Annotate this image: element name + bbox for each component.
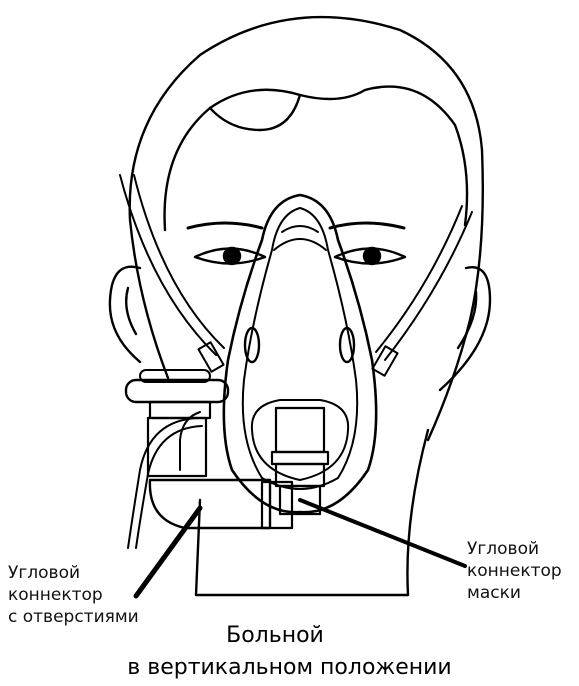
- callout-angled-connector-with-ports: Угловой коннектор с отверстиями: [8, 562, 139, 628]
- callout-right-line-2: коннектор: [467, 560, 562, 582]
- right-eyebrow: [330, 223, 404, 228]
- caption-line-2: в вертикальном положении: [0, 652, 579, 684]
- callout-mask-angled-connector: Угловой коннектор маски: [467, 538, 562, 604]
- left-eyebrow: [188, 223, 262, 228]
- callout-left-line-1: Угловой: [8, 562, 139, 584]
- callout-right-line-1: Угловой: [467, 538, 562, 560]
- pointer-right: [300, 500, 465, 566]
- left-strap: [120, 175, 216, 355]
- callout-right-line-3: маски: [467, 582, 562, 604]
- mask-connector: [276, 408, 324, 452]
- head-outline: [130, 17, 483, 440]
- mask-vent-right: [340, 328, 354, 362]
- callout-left-line-2: коннектор: [8, 584, 139, 606]
- right-strap: [385, 212, 472, 360]
- right-ear: [440, 267, 490, 390]
- left-ear: [110, 267, 140, 362]
- caption-line-1: Больной: [60, 620, 490, 652]
